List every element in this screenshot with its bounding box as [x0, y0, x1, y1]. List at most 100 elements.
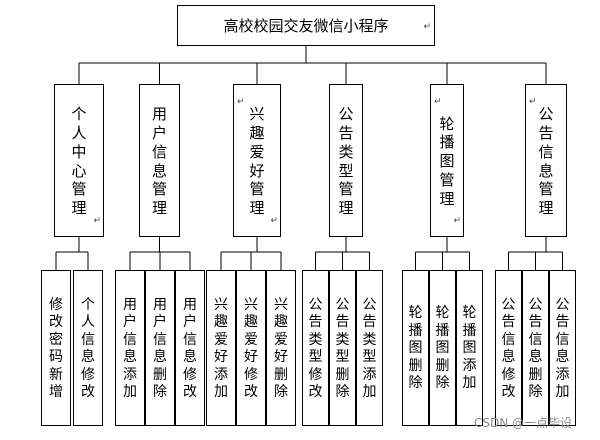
paragraph-mark: ↵: [434, 97, 442, 107]
label-char: 信: [153, 331, 167, 348]
label-char: 播: [439, 133, 455, 152]
label-char: 类: [362, 331, 377, 348]
label-char: 息: [501, 349, 516, 365]
label-char: 爱: [249, 142, 265, 161]
label-char: 改: [244, 384, 258, 400]
label-char: 个: [71, 105, 87, 124]
label-char: 好: [214, 349, 228, 365]
label-char: 公: [335, 296, 350, 313]
paragraph-mark: ↵: [270, 216, 278, 226]
label-char: 型: [362, 349, 377, 365]
vertical-label: 公告信息添加: [550, 297, 575, 402]
label-char: 加: [214, 384, 228, 400]
label-char: 爱: [274, 331, 288, 348]
label-char: 兴: [274, 296, 288, 313]
vertical-label: 用户信息修改: [176, 297, 204, 402]
label-char: 户: [123, 314, 137, 330]
label-char: 型: [308, 349, 323, 365]
label-char: 公: [528, 296, 543, 313]
label-char: 理: [439, 189, 455, 208]
label-char: 删: [528, 366, 543, 383]
label-char: 趣: [249, 124, 265, 142]
vertical-label: 兴趣爱好添加: [207, 297, 235, 402]
label-char: 告: [538, 124, 554, 142]
paragraph-mark: ↵: [93, 216, 101, 226]
label-char: 修: [49, 296, 63, 313]
label-char: 改: [183, 384, 197, 400]
label-char: 公: [338, 105, 354, 124]
vertical-label: 个人中心管理: [55, 105, 103, 218]
child-node: 用户信息添加: [115, 270, 145, 426]
label-char: 公: [308, 296, 323, 313]
vertical-label: 公告类型修改: [303, 297, 328, 402]
label-char: 修: [308, 366, 323, 383]
label-char: 修: [244, 366, 258, 383]
module-node: 用户信息管理: [139, 84, 180, 237]
child-node: 轮播图删除: [429, 270, 456, 426]
label-char: 理: [249, 199, 265, 217]
label-char: 息: [528, 349, 543, 365]
label-char: 息: [151, 161, 167, 180]
label-char: 管: [338, 180, 354, 199]
label-char: 告: [555, 314, 570, 330]
label-char: 改: [81, 384, 95, 400]
label-char: 图: [408, 340, 423, 357]
module-node: 轮播图管理↵↵: [430, 84, 464, 237]
paragraph-mark: ↵: [529, 97, 537, 107]
label-char: 添: [362, 366, 377, 383]
label-char: 添: [123, 366, 137, 383]
paragraph-mark: ↵: [423, 22, 431, 32]
label-char: 告: [362, 314, 377, 330]
child-node: 兴趣爱好修改: [236, 270, 266, 426]
label-char: 修: [183, 366, 197, 383]
label-char: 加: [362, 384, 377, 400]
label-char: 加: [123, 384, 137, 400]
label-char: 好: [249, 161, 265, 180]
vertical-label: 用户信息删除: [146, 297, 174, 402]
label-char: 删: [335, 366, 350, 383]
label-char: 信: [555, 331, 570, 348]
label-char: 中: [71, 142, 87, 161]
label-char: 息: [183, 349, 197, 365]
label-char: 息: [81, 349, 95, 365]
label-char: 类: [335, 331, 350, 348]
label-char: 兴: [214, 296, 228, 313]
label-char: 信: [183, 331, 197, 348]
vertical-label: 轮播图添加: [457, 305, 482, 393]
label-char: 息: [153, 349, 167, 365]
label-char: 告: [338, 124, 354, 142]
label-char: 理: [338, 199, 354, 217]
child-node: 修改密码新增: [41, 270, 71, 426]
child-node: 公告类型删除: [329, 270, 356, 426]
label-char: 密: [49, 331, 63, 348]
child-node: 公告类型添加: [356, 270, 383, 426]
label-char: 告: [528, 314, 543, 330]
vertical-label: 轮播图管理: [431, 115, 463, 209]
vertical-label: 兴趣爱好删除: [267, 297, 295, 402]
label-char: 兴: [249, 105, 265, 124]
label-char: 公: [555, 296, 570, 313]
label-char: 爱: [214, 331, 228, 348]
child-node: 用户信息删除: [145, 270, 175, 426]
root-node: 高校校园交友微信小程序 ↵: [177, 5, 435, 46]
vertical-label: 公告类型添加: [357, 297, 382, 402]
vertical-label: 个人信息修改: [74, 297, 102, 402]
label-char: 趣: [274, 314, 288, 330]
label-char: 图: [439, 152, 455, 171]
vertical-label: 兴趣爱好修改: [237, 297, 265, 402]
child-node: 公告信息添加: [549, 270, 576, 426]
label-char: 码: [49, 349, 63, 365]
label-char: 好: [244, 349, 258, 365]
module-node: 个人中心管理↵: [54, 84, 104, 237]
vertical-label: 公告信息修改: [496, 297, 521, 402]
label-char: 类: [308, 331, 323, 348]
label-char: 型: [338, 161, 354, 180]
label-char: 加: [462, 375, 477, 392]
label-char: 信: [123, 331, 137, 348]
label-char: 新: [49, 366, 63, 383]
label-char: 改: [501, 384, 516, 400]
label-char: 户: [153, 314, 167, 330]
label-char: 告: [501, 314, 516, 330]
label-char: 息: [555, 349, 570, 365]
